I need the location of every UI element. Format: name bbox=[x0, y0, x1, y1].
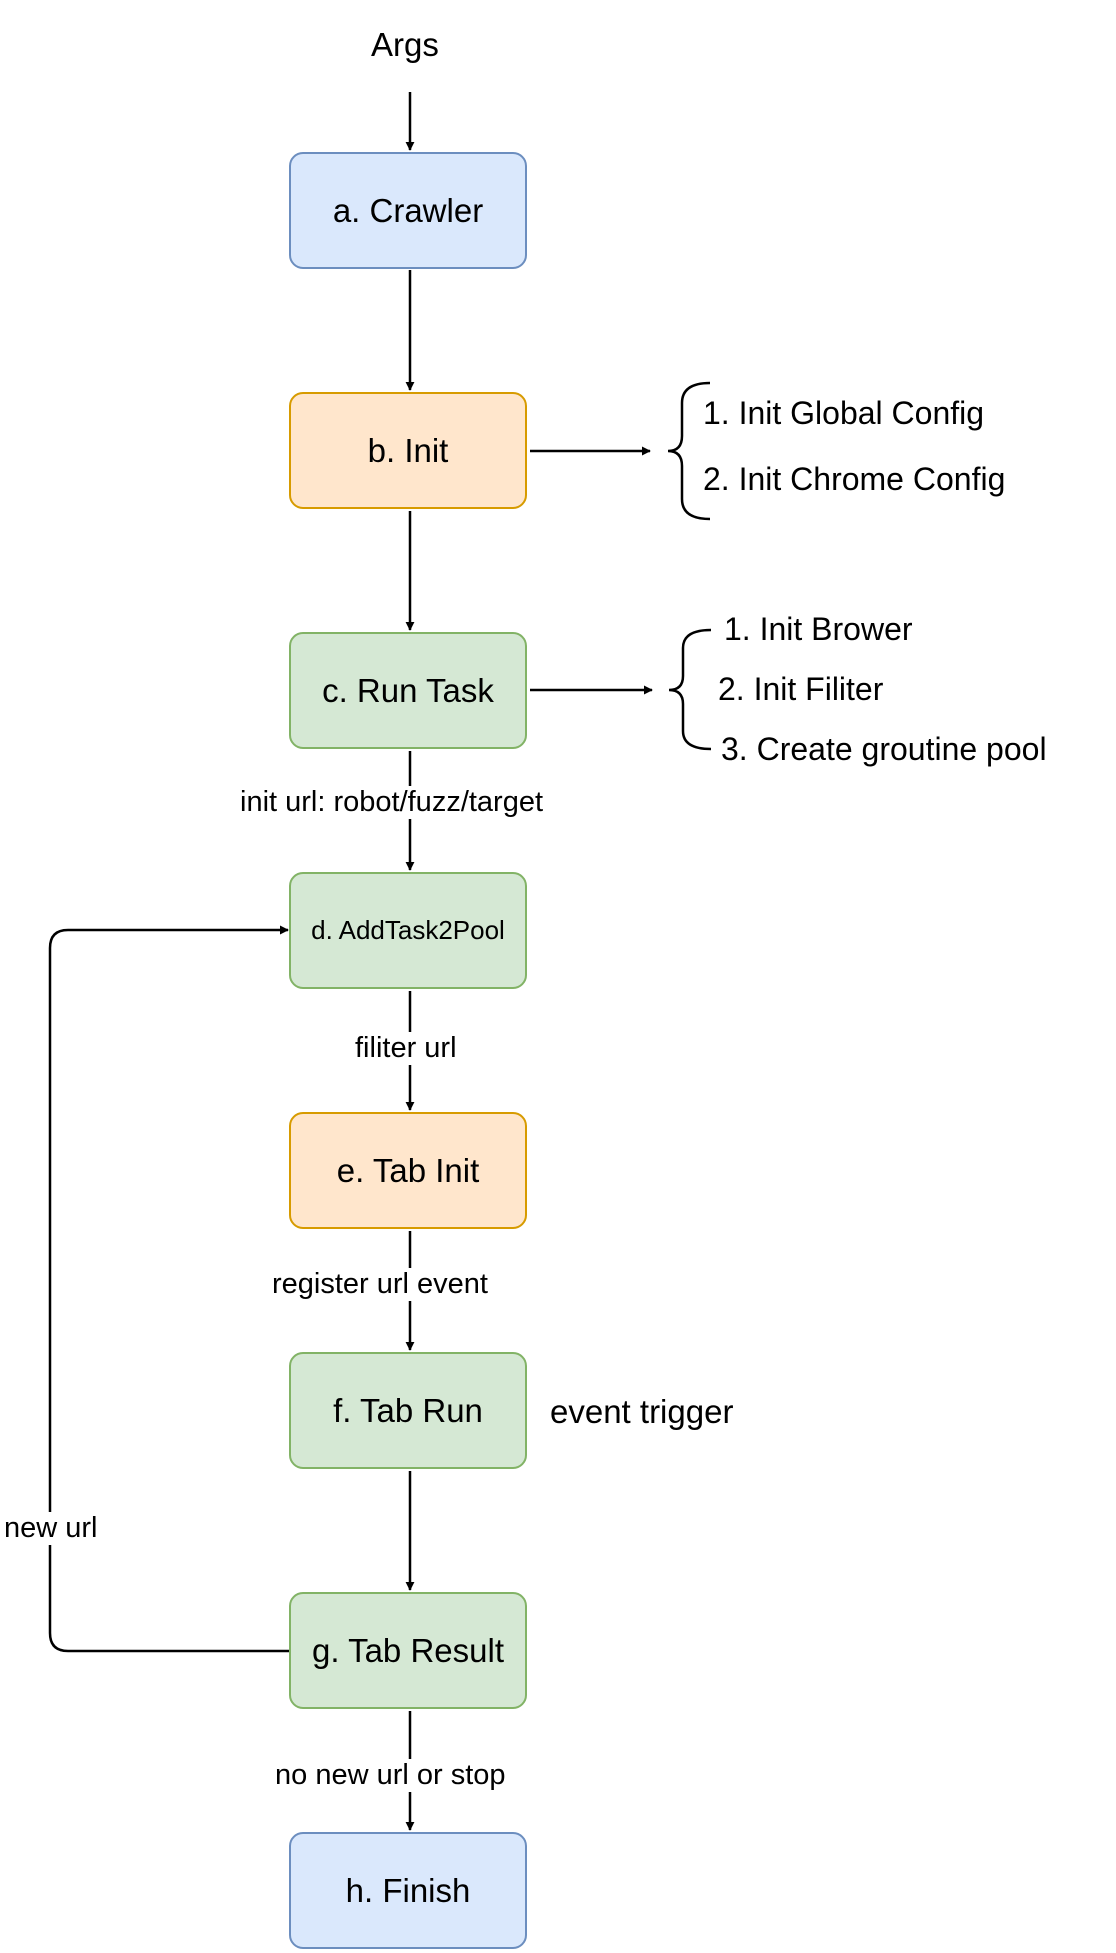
brace-init-config bbox=[667, 381, 711, 521]
init-step-1: 1. Init Global Config bbox=[703, 395, 985, 431]
node-tab-run[interactable]: f. Tab Run bbox=[289, 1352, 527, 1469]
brace-run-task-steps bbox=[668, 628, 712, 751]
input-label-args: Args bbox=[371, 26, 439, 63]
edge-label-init-url: init url: robot/fuzz/target bbox=[236, 786, 548, 819]
run-task-step-1: 1. Init Brower bbox=[724, 611, 913, 647]
loop-arrow-new-url bbox=[48, 925, 289, 1653]
init-step-2: 2. Init Chrome Config bbox=[703, 461, 1006, 497]
node-tab-init[interactable]: e. Tab Init bbox=[289, 1112, 527, 1229]
node-tab-result[interactable]: g. Tab Result bbox=[289, 1592, 527, 1709]
edge-label-no-new-url-or-stop: no new url or stop bbox=[271, 1759, 510, 1792]
edge-label-register-url-event: register url event bbox=[268, 1268, 492, 1301]
edge-label-new-url: new url bbox=[0, 1512, 102, 1545]
node-init[interactable]: b. Init bbox=[289, 392, 527, 509]
run-task-step-3: 3. Create groutine pool bbox=[721, 731, 1047, 767]
node-crawler[interactable]: a. Crawler bbox=[289, 152, 527, 269]
label-event-trigger: event trigger bbox=[550, 1393, 734, 1430]
node-run-task[interactable]: c. Run Task bbox=[289, 632, 527, 749]
node-finish[interactable]: h. Finish bbox=[289, 1832, 527, 1949]
node-add-task-to-pool[interactable]: d. AddTask2Pool bbox=[289, 872, 527, 989]
run-task-step-2: 2. Init Filiter bbox=[718, 671, 884, 707]
edge-label-filiter-url: filiter url bbox=[351, 1032, 461, 1065]
